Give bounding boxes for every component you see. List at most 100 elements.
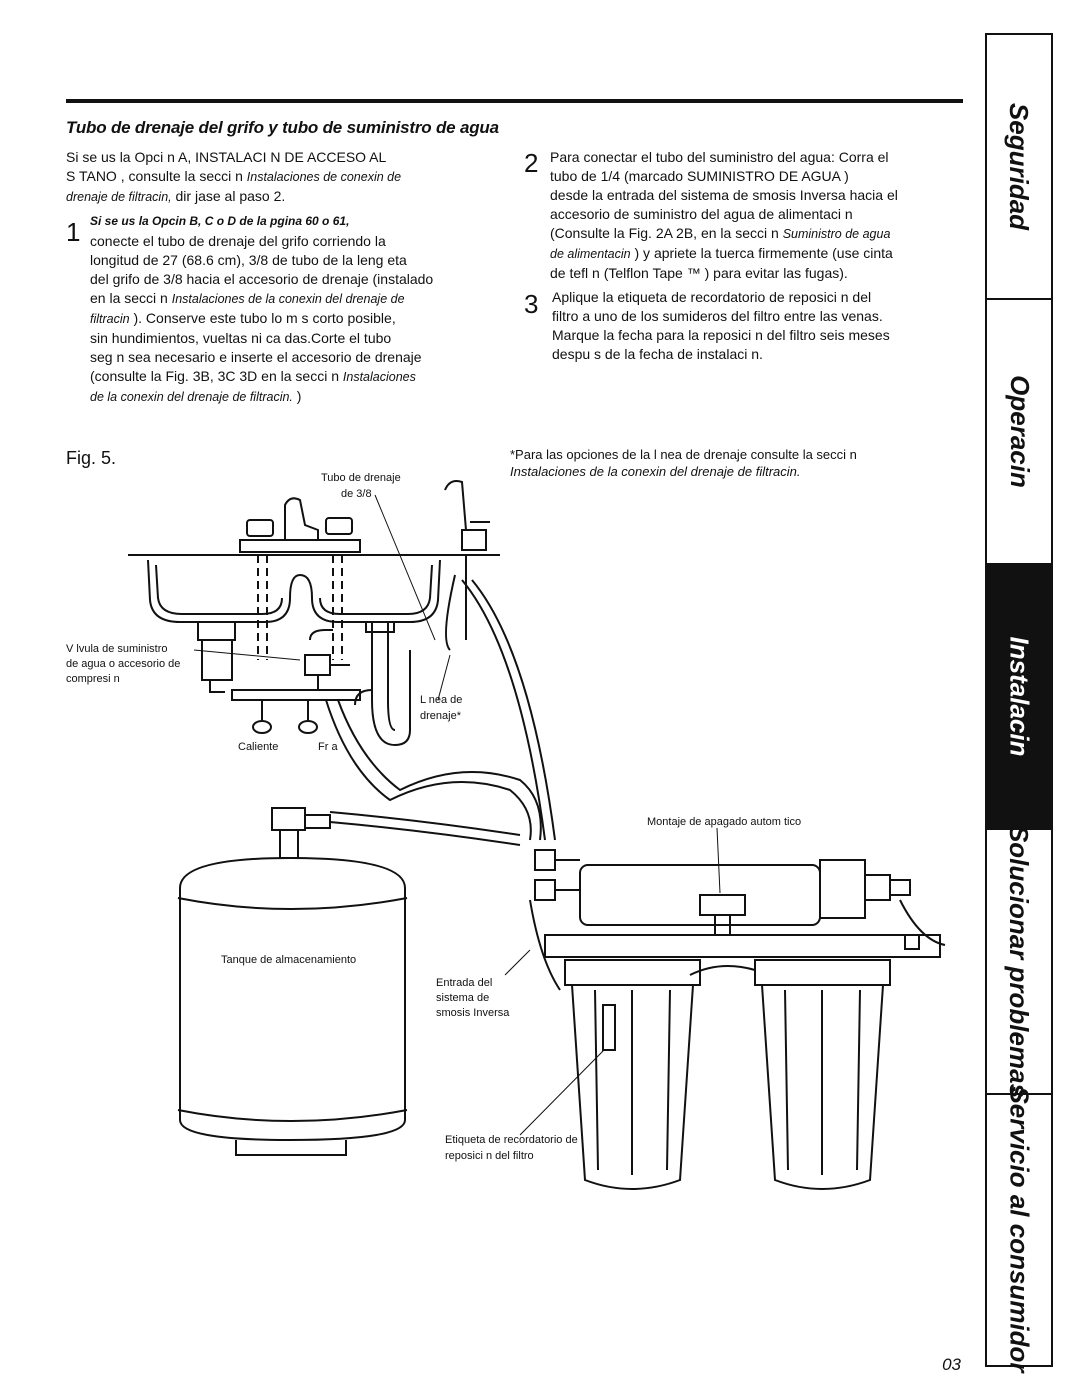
- step1-italic: filtracin: [90, 312, 130, 326]
- step2-line: de tefl n (Telflon Tape ™ ) para evitar …: [550, 265, 848, 281]
- step3-line: Marque la fecha para la reposici n del f…: [552, 327, 890, 343]
- step1-number: 1: [66, 217, 81, 247]
- disposer-top: [197, 622, 236, 641]
- leader-inlet: [504, 949, 531, 976]
- auto-shutoff: [819, 859, 866, 919]
- cold-valve: [298, 720, 318, 734]
- step3-number: 3: [524, 289, 539, 319]
- filter-cap-right: [754, 959, 891, 986]
- tab-label: Operacin: [1004, 375, 1035, 488]
- step2-line: Para conectar el tubo del suministro del…: [550, 149, 889, 165]
- tab-seguridad[interactable]: Seguridad: [987, 35, 1051, 300]
- hot-valve: [252, 720, 272, 734]
- step1-line: sin hundimientos, vueltas ni ca das.Cort…: [90, 330, 392, 346]
- intro-paragraph: Si se us la Opci n A, INSTALACI N DE ACC…: [66, 148, 496, 207]
- inlet-tube: [529, 899, 561, 991]
- ro-fitting-pipes: [555, 859, 580, 891]
- filter-reminder-label: [602, 1004, 616, 1051]
- cold-handle: [325, 517, 353, 535]
- tab-label: Instalacin: [1004, 636, 1035, 757]
- tank-seam: [177, 897, 408, 910]
- canister-rib: [666, 989, 671, 1171]
- tank-tube: [329, 821, 521, 846]
- faucet-base: [239, 539, 361, 553]
- feed-tube: [337, 699, 542, 841]
- filter-cap-left: [564, 959, 701, 986]
- step1-text: en la secci n: [90, 290, 172, 306]
- step1-text: ). Conserve este tubo lo m s corto posib…: [129, 310, 396, 326]
- ro-faucet-base: [461, 529, 487, 551]
- step1-line: conecte el tubo de drenaje del grifo cor…: [90, 233, 386, 249]
- feed-tube-outline: [325, 699, 532, 841]
- step1-italic: de la conexin del drenaje de filtracin.: [90, 390, 293, 404]
- step2-line: accesorio de suministro del agua de alim…: [550, 206, 853, 222]
- callout-linea-2: drenaje*: [420, 710, 462, 722]
- tab-label: Seguridad: [1004, 102, 1035, 231]
- supply-manifold: [231, 689, 361, 701]
- tank-neck: [279, 829, 299, 859]
- sink-inner: [155, 564, 433, 615]
- callout-valvula-3: compresi n: [66, 673, 120, 685]
- page-number: 03: [942, 1355, 961, 1374]
- tab-solucionar-problemas[interactable]: Solucionar problemas: [987, 825, 1051, 1098]
- tank-stand: [235, 1140, 347, 1156]
- trap-arm: [354, 689, 373, 706]
- strainer-nut: [365, 621, 395, 633]
- leader-label: [519, 1049, 605, 1136]
- step3-body: Aplique la etiqueta de recordatorio de r…: [552, 288, 972, 364]
- callout-valvula-2: de agua o accesorio de: [66, 658, 180, 670]
- faucet-spout: [284, 497, 319, 540]
- ro-mounting-bracket: [544, 934, 941, 958]
- ro-faucet-spout: [444, 480, 467, 531]
- callout-valvula-1: V lvula de suministro: [66, 643, 168, 655]
- step1-line: longitud de 27 (68.6 cm), 3/8 de tubo de…: [90, 252, 407, 268]
- storage-tank: [179, 856, 406, 1142]
- drain-outlet-nut: [904, 934, 920, 950]
- callout-entrada-3: smosis Inversa: [436, 1007, 510, 1019]
- figure-note: *Para las opciones de la l nea de drenaj…: [510, 447, 857, 462]
- intro-text: dir jase al paso 2.: [171, 188, 286, 204]
- canister-rib: [594, 989, 599, 1171]
- step1-line: del grifo de 3/8 hacia el accesorio de d…: [90, 271, 434, 287]
- tank-seam: [177, 1109, 408, 1122]
- filter-canister-left: [571, 984, 694, 1190]
- disposer-body: [201, 640, 233, 681]
- disposer-outlet: [209, 680, 225, 693]
- step2-italic: Suministro de agua: [782, 227, 891, 241]
- step1-text: (consulte la Fig. 3B, 3C 3D en la secci …: [90, 368, 343, 384]
- tab-operacion[interactable]: Operacin: [987, 300, 1051, 565]
- step3-line: despu s de la fecha de instalaci n.: [552, 346, 763, 362]
- intro-text: S TANO , consulte la secci n: [66, 168, 247, 184]
- step1-line: (consulte la Fig. 3B, 3C 3D en la secci …: [90, 367, 510, 387]
- callout-entrada-2: sistema de: [436, 992, 489, 1004]
- callout-caliente: Caliente: [238, 741, 278, 753]
- intro-italic: Instalaciones de conexin de: [246, 170, 402, 184]
- shutoff-fitting: [699, 894, 746, 935]
- step2-body: Para conectar el tubo del suministro del…: [550, 148, 970, 283]
- canister-rib: [784, 989, 789, 1171]
- ro-installation-diagram: Tubo de drenaje de 3/8 V lvula de sumini…: [66, 472, 946, 1190]
- section-title: Tubo de drenaje del grifo y tubo de sumi…: [66, 118, 499, 137]
- tab-instalacion[interactable]: Instalacin: [987, 565, 1051, 830]
- ro-supply-tube: [461, 579, 546, 841]
- supply-valve-fitting: [304, 654, 331, 676]
- tab-servicio-al-consumidor[interactable]: Servicio al consumidor: [987, 1086, 1051, 1372]
- shutoff-outlet: [865, 874, 911, 901]
- step2-number: 2: [524, 148, 539, 178]
- step2-text: ) y apriete la tuerca firmemente (use ci…: [630, 245, 893, 261]
- tab-label: Servicio al consumidor: [1004, 1085, 1035, 1373]
- supply-valve-pipes: [317, 664, 350, 690]
- step3-line: filtro a uno de los sumideros del filtro…: [552, 308, 883, 324]
- drain-tube: [445, 574, 456, 651]
- callout-tanque: Tanque de almacenamiento: [221, 954, 356, 966]
- callout-entrada-1: Entrada del: [436, 977, 492, 989]
- step2-line: desde la entrada del sistema de smosis I…: [550, 187, 898, 203]
- canister-rib: [856, 989, 861, 1171]
- section-tabs: Seguridad Operacin Instalacin Solucionar…: [985, 33, 1053, 1372]
- step1-line: seg n sea necesario e inserte el accesor…: [90, 349, 422, 365]
- filter-canister-right: [761, 984, 884, 1190]
- step2-text: (Consulte la Fig. 2A 2B, en la secci n: [550, 225, 783, 241]
- step1-body: conecte el tubo de drenaje del grifo cor…: [90, 232, 510, 407]
- leader-drain-line: [437, 654, 451, 701]
- step1-line: filtracin ). Conserve este tubo lo m s c…: [90, 309, 510, 329]
